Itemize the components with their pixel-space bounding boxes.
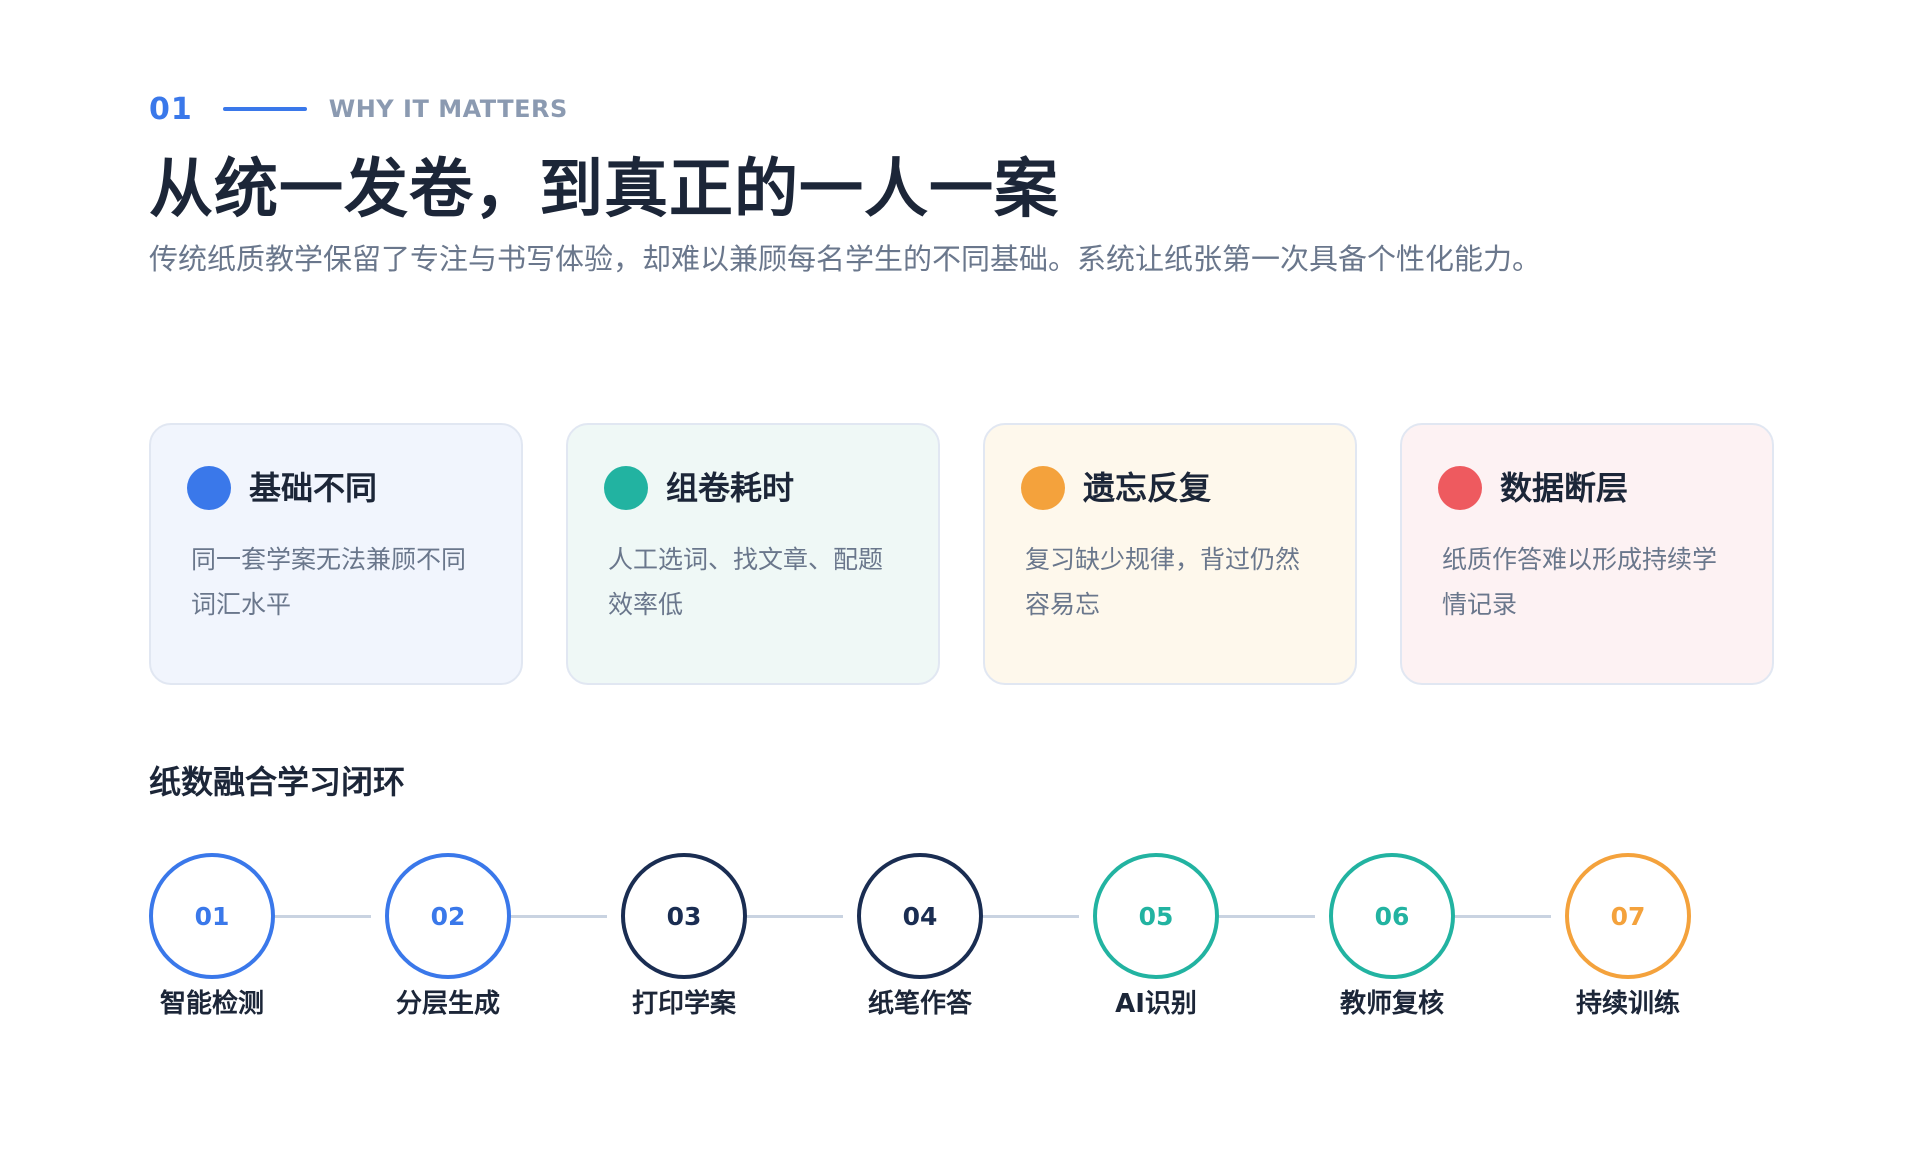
learning-loop-steps: 01 智能检测 02 分层生成 03 打印学案 04 纸笔作答 05 AI识别 … bbox=[149, 853, 1709, 1033]
page-subtitle: 传统纸质教学保留了专注与书写体验，却难以兼顾每名学生的不同基础。系统让纸张第一次… bbox=[149, 242, 1542, 276]
card-description: 复习缺少规律，背过仍然容易忘 bbox=[1025, 545, 1301, 619]
step-label: 分层生成 bbox=[395, 989, 500, 1019]
section-number: 01 bbox=[149, 91, 193, 127]
problem-card-time: 组卷耗时 人工选词、找文章、配题效率低 bbox=[566, 423, 940, 685]
problem-card-data-gap: 数据断层 纸质作答难以形成持续学情记录 bbox=[1400, 423, 1774, 685]
step-connector bbox=[275, 915, 371, 918]
loop-step: 01 智能检测 bbox=[149, 853, 275, 1019]
loop-step: 06 教师复核 bbox=[1329, 853, 1455, 1019]
step-connector bbox=[747, 915, 843, 918]
step-number-circle: 03 bbox=[621, 853, 747, 979]
card-description: 人工选词、找文章、配题效率低 bbox=[608, 545, 884, 619]
step-connector bbox=[511, 915, 607, 918]
card-title: 组卷耗时 bbox=[666, 469, 795, 507]
section-eyebrow: 01 WHY IT MATTERS bbox=[149, 91, 568, 127]
loop-step: 02 分层生成 bbox=[385, 853, 511, 1019]
orange-dot-icon bbox=[1021, 466, 1065, 510]
eyebrow-label: WHY IT MATTERS bbox=[328, 95, 568, 123]
red-dot-icon bbox=[1438, 466, 1482, 510]
step-label: 智能检测 bbox=[159, 989, 264, 1019]
step-label: AI识别 bbox=[1115, 989, 1197, 1019]
step-connector bbox=[1455, 915, 1551, 918]
loop-step: 03 打印学案 bbox=[621, 853, 747, 1019]
step-number-circle: 01 bbox=[149, 853, 275, 979]
step-connector bbox=[1219, 915, 1315, 918]
eyebrow-divider bbox=[222, 107, 307, 111]
step-number-circle: 02 bbox=[385, 853, 511, 979]
page-title: 从统一发卷，到真正的一人一案 bbox=[149, 153, 1059, 227]
loop-step: 05 AI识别 bbox=[1093, 853, 1219, 1019]
card-title: 基础不同 bbox=[249, 469, 378, 507]
loop-section-title: 纸数融合学习闭环 bbox=[149, 763, 406, 801]
problem-card-foundation: 基础不同 同一套学案无法兼顾不同词汇水平 bbox=[149, 423, 523, 685]
card-description: 同一套学案无法兼顾不同词汇水平 bbox=[191, 545, 467, 619]
card-description: 纸质作答难以形成持续学情记录 bbox=[1442, 545, 1718, 619]
loop-step: 04 纸笔作答 bbox=[857, 853, 983, 1019]
step-number-circle: 04 bbox=[857, 853, 983, 979]
step-number-circle: 05 bbox=[1093, 853, 1219, 979]
problem-card-forgetting: 遗忘反复 复习缺少规律，背过仍然容易忘 bbox=[983, 423, 1357, 685]
step-label: 打印学案 bbox=[631, 989, 736, 1019]
problem-cards: 基础不同 同一套学案无法兼顾不同词汇水平 组卷耗时 人工选词、找文章、配题效率低… bbox=[149, 423, 1774, 685]
card-title: 遗忘反复 bbox=[1083, 469, 1212, 507]
teal-dot-icon bbox=[604, 466, 648, 510]
step-number-circle: 06 bbox=[1329, 853, 1455, 979]
card-title: 数据断层 bbox=[1500, 469, 1629, 507]
step-connector bbox=[983, 915, 1079, 918]
step-label: 纸笔作答 bbox=[867, 989, 972, 1019]
step-label: 持续训练 bbox=[1575, 989, 1680, 1019]
loop-step: 07 持续训练 bbox=[1565, 853, 1691, 1019]
blue-dot-icon bbox=[187, 466, 231, 510]
step-number-circle: 07 bbox=[1565, 853, 1691, 979]
step-label: 教师复核 bbox=[1339, 989, 1444, 1019]
